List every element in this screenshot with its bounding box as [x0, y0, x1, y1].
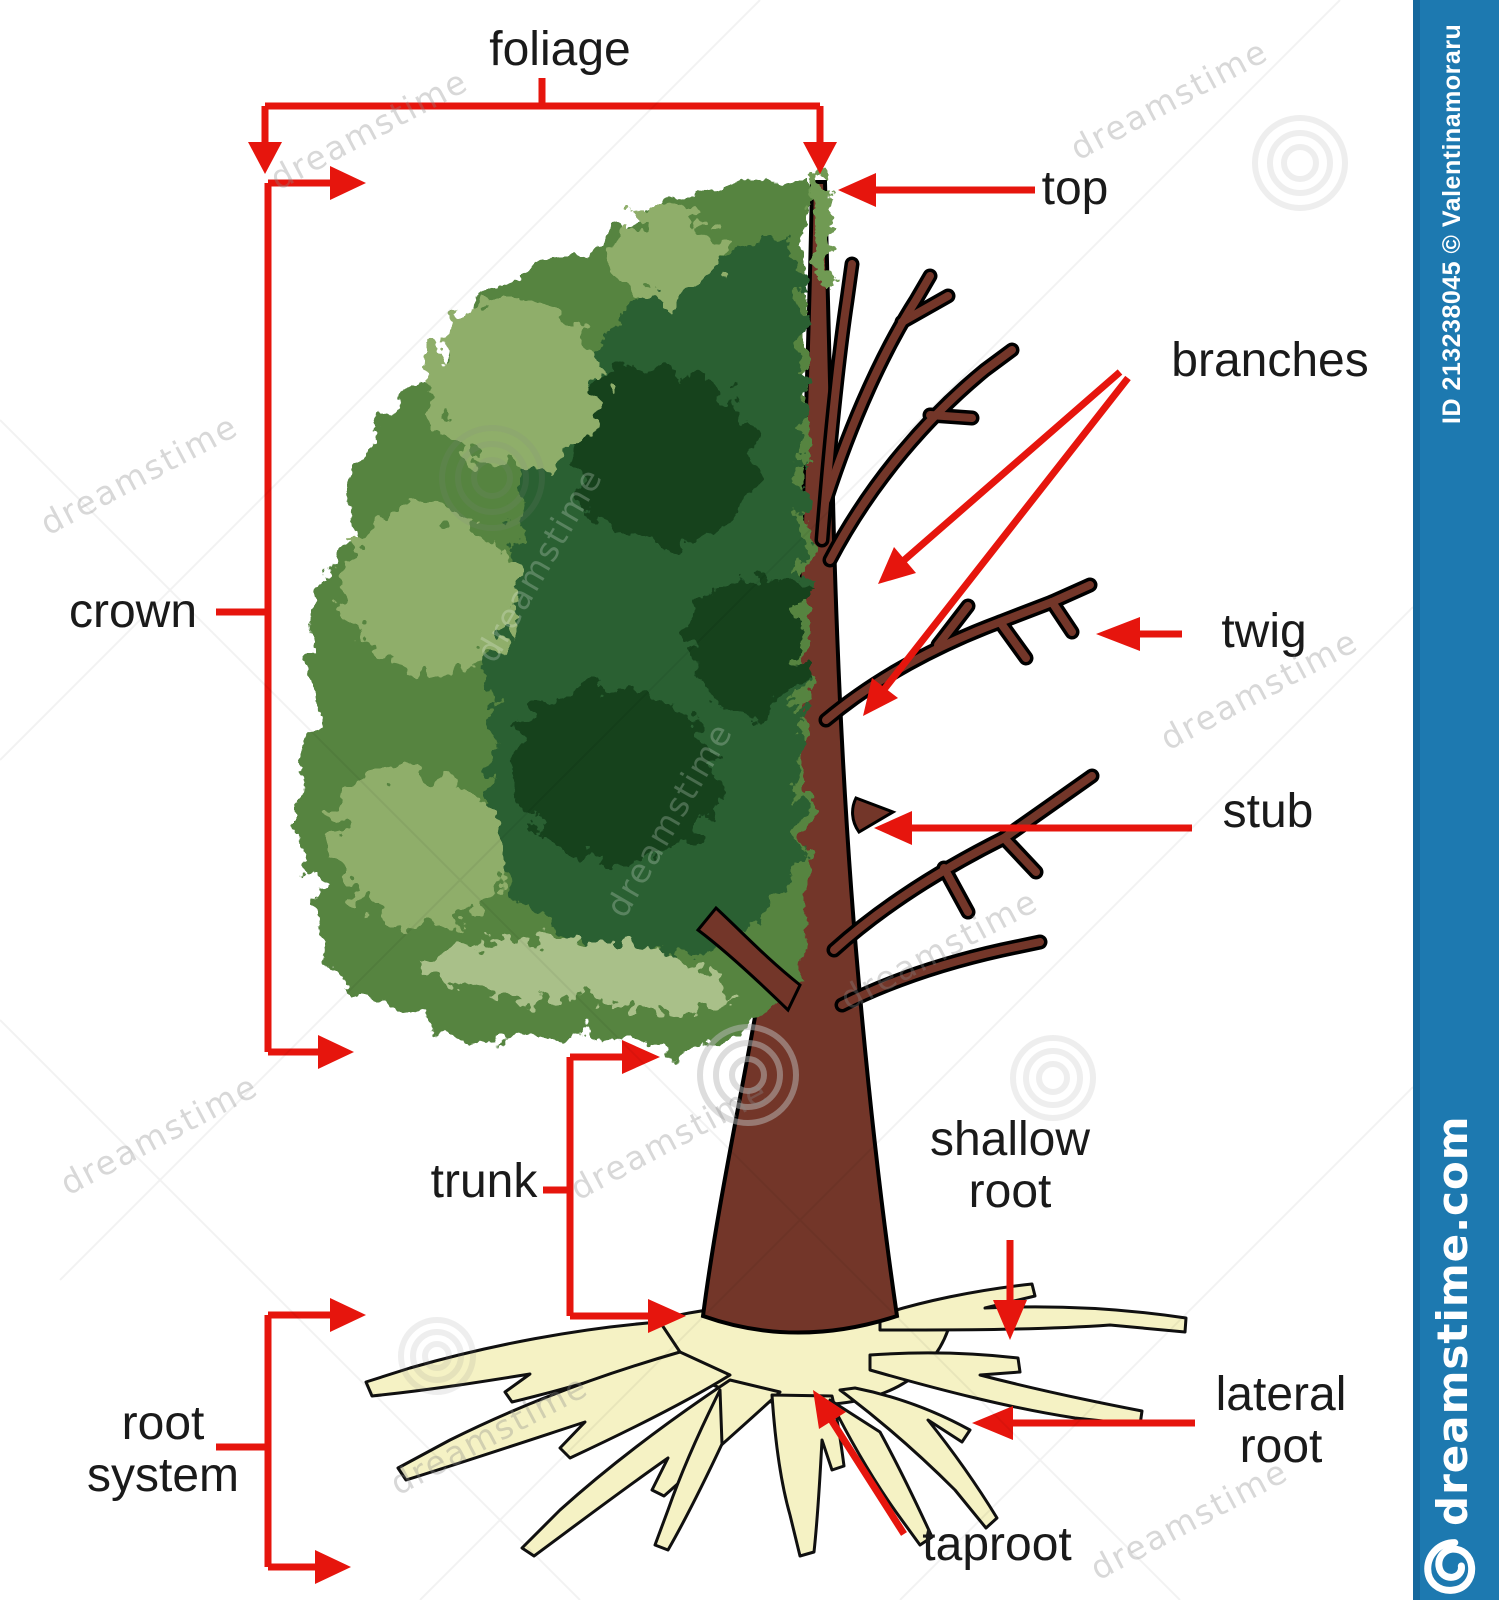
canopy [294, 176, 834, 1053]
branches-arrow-lines [879, 369, 1131, 695]
sidebar-edge [1413, 0, 1420, 1600]
label-branches: branches [1171, 334, 1369, 388]
root-right-upper [878, 1282, 1188, 1334]
sidebar-id-text: ID 213238045 © Valentinamoraru [1438, 23, 1466, 424]
label-lateral-root: lateral root [1215, 1368, 1347, 1473]
sidebar-brand-text: dreamstime.com [1427, 1115, 1477, 1526]
bare-branches [814, 256, 1100, 1013]
label-stub: stub [1222, 785, 1314, 839]
label-top: top [1041, 162, 1109, 216]
sidebar-brand: dreamstime.com [1424, 1115, 1480, 1594]
trunk-bracket [543, 1053, 652, 1320]
label-trunk: trunk [430, 1155, 538, 1209]
label-shallow-root: shallow root [929, 1113, 1091, 1218]
label-crown: crown [68, 585, 198, 639]
label-taproot: taproot [922, 1518, 1072, 1572]
label-twig: twig [1221, 605, 1307, 659]
label-root-system: root system [86, 1397, 239, 1502]
dreamstime-spiral-logo [1424, 1539, 1476, 1594]
tree-top-fringe [810, 176, 834, 280]
foliage-bracket [261, 78, 824, 146]
label-foliage: foliage [489, 23, 631, 77]
sidebar-watermark-bar [1413, 0, 1499, 1600]
